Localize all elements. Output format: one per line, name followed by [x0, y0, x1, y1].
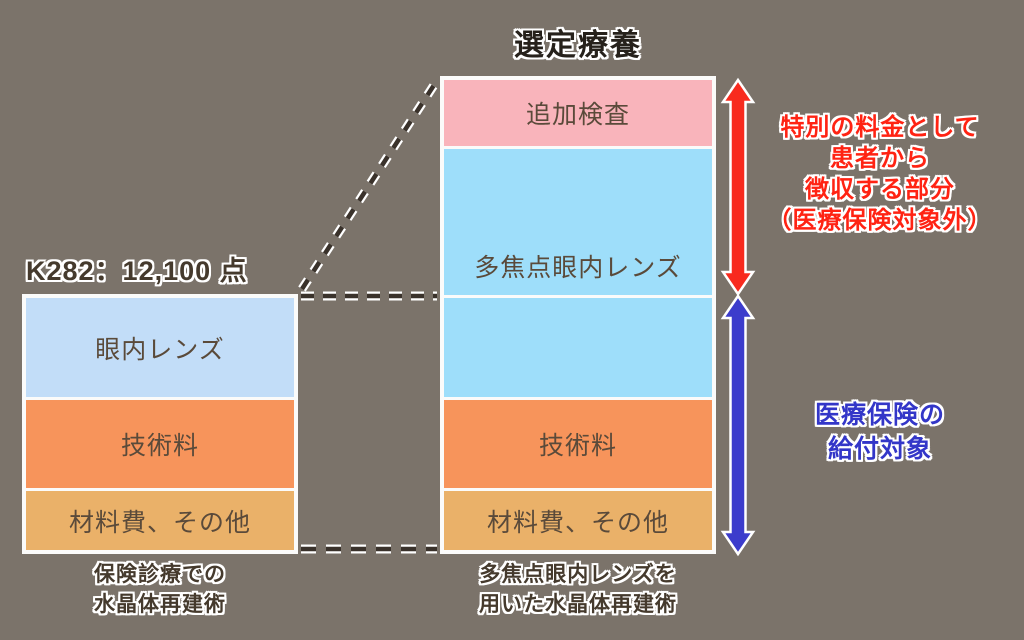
segment-additional-exam: 追加検査 [444, 80, 712, 146]
segment-intraocular-lens: 眼内レンズ [26, 298, 294, 397]
annotation-line: 給付対象 [827, 435, 932, 463]
annotation-line: （医療保険対象外） [767, 207, 993, 234]
procedure-points-label: K282：12,100 点 [26, 256, 248, 286]
caption-line: 用いた水晶体再建術 [479, 593, 677, 616]
caption-line: 保険診療での [94, 563, 226, 586]
annotation-line: 特別の料金として [780, 114, 980, 141]
segment-technical-fee: 技術料 [26, 400, 294, 488]
segment-label: 多焦点眼内レンズ [474, 254, 682, 282]
segment-label: 眼内レンズ [95, 335, 225, 364]
segment-multifocal-lens: 多焦点眼内レンズ [444, 149, 712, 295]
patient-charge-annotation: 特別の料金として 患者から 徴収する部分 （医療保険対象外） [740, 112, 1020, 236]
right-stacked-bar: 追加検査 多焦点眼内レンズ 技術料 材料費、その他 [440, 76, 716, 554]
segment-label: 技術料 [120, 432, 199, 460]
segment-material-cost: 材料費、その他 [26, 491, 294, 550]
dashed-connector-diagonal [298, 79, 440, 292]
annotation-line: 患者から [830, 145, 930, 172]
annotation-line: 徴収する部分 [805, 176, 955, 203]
right-bar-caption: 多焦点眼内レンズを 用いた水晶体再建術 [440, 560, 716, 620]
segment-material-cost: 材料費、その他 [444, 491, 712, 550]
annotation-line: 医療保険の [814, 401, 945, 429]
segment-technical-fee: 技術料 [444, 400, 712, 488]
caption-line: 水晶体再建術 [94, 593, 226, 616]
segment-lens-covered [444, 298, 712, 397]
left-bar-caption: 保険診療での 水晶体再建術 [22, 560, 298, 620]
segment-label: 材料費、その他 [486, 508, 669, 537]
caption-line: 多焦点眼内レンズを [479, 563, 677, 586]
insurance-covered-annotation: 医療保険の 給付対象 [740, 398, 1020, 466]
segment-label: 追加検査 [525, 101, 630, 129]
segment-label: 技術料 [538, 432, 617, 460]
diagram-title: 選定療養 [514, 29, 642, 62]
left-stacked-bar: 眼内レンズ 技術料 材料費、その他 [22, 294, 298, 554]
segment-label: 材料費、その他 [68, 508, 251, 537]
